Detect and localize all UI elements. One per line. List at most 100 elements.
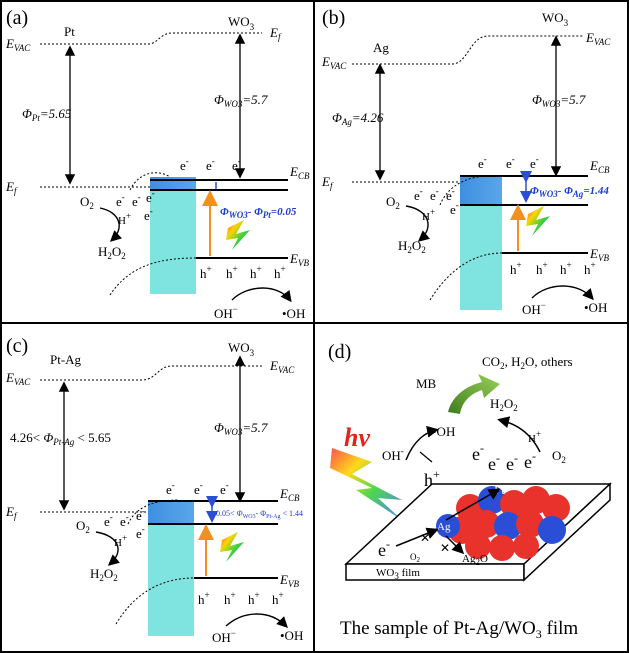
panel-c-delta: 0.05< ΦWO3- ΦPt-Ag < 1.44 [216,509,303,520]
panel-c-oxide: WO3 [228,340,255,358]
panel-c-electron-7: e- [136,524,145,541]
panel-a-cyan-band [150,177,196,294]
panel-b-hole-3: h+ [560,260,572,277]
panel-b-electron-1: e- [478,154,487,171]
panel-c-light-icon [220,532,244,562]
panel-b-hole-4: h+ [584,260,596,277]
panel-b-oh-minus: OH− [522,300,546,317]
panel-d-film-front [345,563,525,581]
panel-d-hplus: H+ [528,429,541,445]
panel-d-particles [436,486,570,561]
panel-b-metal: Ag [373,40,389,55]
panel-a-ef-label: Ef [5,179,18,196]
panel-c-hole-4: h+ [272,590,284,607]
panel-b-electron-2: e- [506,154,515,171]
panel-a-metal: Pt [64,24,75,39]
panel-d-electron-3: e- [506,451,518,474]
panel-a-electron-5: e- [132,192,141,209]
panel-b-oh-rad: •OH [584,300,607,315]
panel-c-oh-arrow [225,613,288,628]
panel-d-o2: O2 [552,448,566,465]
pt-particle [472,510,500,538]
panel-c-oh-minus: OH− [212,628,236,645]
panel-c: (c) Pt-Ag WO3 EVAC EVAC 4.26< ΦPt-Ag < 5… [5,335,303,645]
panel-b-h2o2: H2O2 [398,238,426,255]
panel-d: (d) CO2, H2O, others MB hv OH- •OH h+ H2… [328,341,612,641]
pt-particle [516,510,544,538]
panel-b-electron-4: e- [414,186,423,203]
panel-a-hole-3: h+ [250,264,262,281]
panel-a-oh-minus: OH− [214,304,238,321]
panel-b-electron-6: e- [446,186,455,203]
panel-a-hole-4: h+ [274,264,286,281]
panel-d-oh-minus: OH- [382,446,404,463]
panel-d-film-label: WO3 film [376,567,420,581]
panel-d-mb: MB [416,376,437,391]
panel-d-ag2o-arrow [445,535,465,555]
panel-c-hole-3: h+ [248,590,260,607]
ag-particle [436,514,460,538]
pt-particle [489,535,515,561]
panel-b-evac-left-label: EVAC [321,54,347,71]
panel-d-electron-1: e- [472,441,484,464]
panel-b-bend-bottom [429,252,503,301]
panel-b-phi-metal: ΦAg=4.26 [332,110,384,127]
panel-c-evac-left-label: EVAC [5,370,31,387]
panel-b-evac-right-label: EVAC [585,30,611,47]
panel-c-hole-2: h+ [224,590,236,607]
panel-c-electron-2: e- [194,480,203,497]
panel-d-cross-1: ✕ [420,531,430,545]
panel-b-hole-2: h+ [536,260,548,277]
panel-a-hole-2: h+ [226,264,238,281]
panel-a-electron-4: e- [116,192,125,209]
panel-a-o2-arrow [99,207,122,242]
panel-c-ef-label: Ef [5,504,18,521]
panel-c-electron-1: e- [166,480,175,497]
panel-c-evac-right-label: EVAC [269,358,295,375]
panel-c-hole-1: h+ [198,590,210,607]
panel-d-ag2o: Ag2O [462,553,488,567]
panel-a-oxide: WO3 [228,14,255,32]
panel-c-electron-3: e- [220,480,229,497]
panel-d-h2o2: H2O2 [490,396,518,413]
panel-a-tag: (a) [6,7,28,29]
panel-a-o2: O2 [80,194,94,211]
panel-a-electron-6: e- [146,188,155,205]
panel-d-hv: hv [344,423,370,452]
panel-a-bend-top [129,172,171,191]
panel-b-hole-1: h+ [510,260,522,277]
panel-c-electron-6: e- [136,506,145,523]
panel-c-bend-top [127,499,179,525]
panel-d-ag-arrow [395,527,439,547]
panel-c-bend-bottom [115,577,195,625]
panel-c-tag: (c) [6,335,28,357]
panel-c-metal: Pt-Ag [50,352,82,367]
panel-a-electron-3: e- [232,156,241,173]
panel-a-light-icon [226,220,250,250]
panel-c-evac-line [40,365,262,381]
panel-a-electron-1: e- [180,156,189,173]
ag-particle [538,516,566,544]
ag-particle [494,512,522,540]
panel-a-blue-band [150,177,196,189]
panel-d-tag: (d) [328,341,351,363]
panel-b-electron-3: e- [530,154,539,171]
pt-particle [465,533,491,559]
panel-b-o2: O2 [386,194,400,211]
panel-b-electron-7: e- [450,200,459,217]
panel-c-phi-oxide: ΦWO3=5.7 [214,420,268,437]
panel-c-hplus: H+ [114,533,127,549]
panel-a-electron-7: e- [144,206,153,223]
panel-a-bend-bottom [109,257,197,296]
panel-a-phi-metal: ΦPt=5.65 [22,106,72,123]
panel-d-electron-flow-arrow [445,488,501,521]
panel-b-o2-arrow [405,205,431,242]
panel-b-oh-arrow [531,285,594,301]
panel-d-oh-rad: •OH [432,424,455,439]
panel-d-o2-small: O2 [410,552,421,564]
panel-d-pt: Pt [494,482,505,497]
panel-c-electron-4: e- [104,512,113,529]
panel-d-caption: The sample of Pt-Ag/WO3 film [340,618,578,641]
panel-d-light-icon [330,448,402,520]
